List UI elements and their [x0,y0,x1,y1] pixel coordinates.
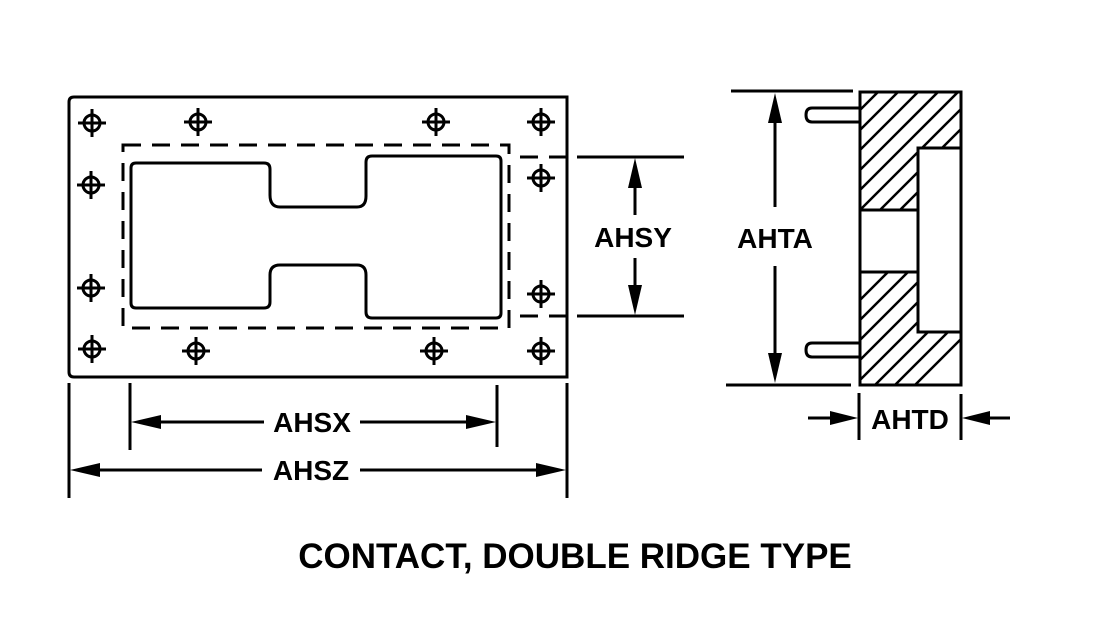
dimension-ahsy: AHSY [577,155,684,318]
dimension-ahsx: AHSX [128,383,499,450]
dimension-label-ahta: AHTA [737,223,813,254]
double-ridge-aperture [129,154,503,320]
diagram-title: CONTACT, DOUBLE RIDGE TYPE [298,537,852,576]
dimension-ahta: AHTA [726,89,853,387]
dashed-side-tab [520,155,567,318]
pin-upper [804,106,860,124]
dimension-label-ahsy: AHSY [594,222,672,253]
dimension-label-ahsx: AHSX [273,407,351,438]
pin-lower [804,341,860,359]
dimension-ahsz: AHSZ [67,383,569,498]
dimension-label-ahsz: AHSZ [273,455,349,486]
hatching-lower [860,272,961,385]
plate-outline [67,95,569,379]
dimension-ahtd: AHTD [808,393,1010,440]
dimension-label-ahtd: AHTD [871,404,949,435]
front-view [67,95,569,379]
mounting-hole-icon [75,106,557,367]
dashed-flange-outline [121,143,511,330]
ridge-recess [916,146,963,334]
